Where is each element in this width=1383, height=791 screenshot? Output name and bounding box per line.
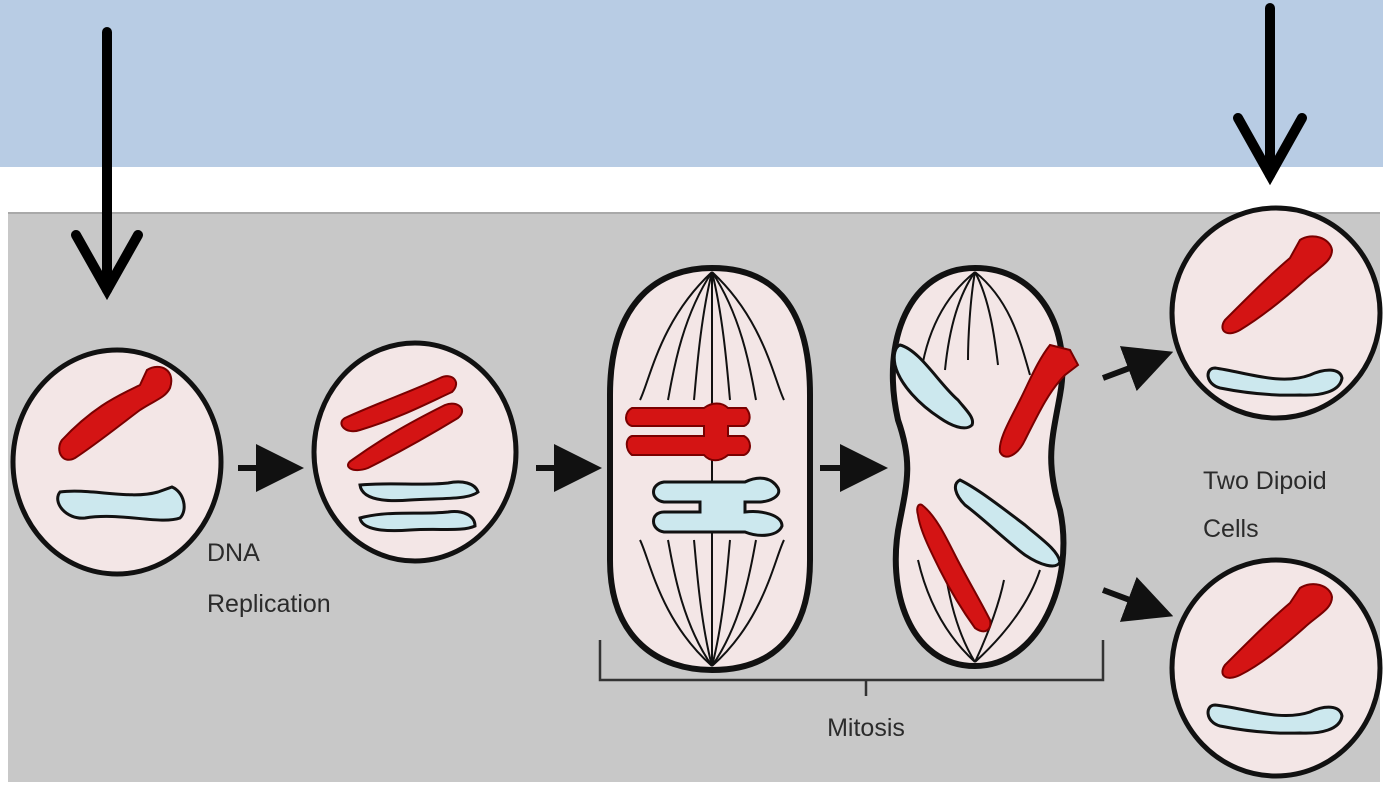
two-diploid-cells-label: Two Dipoid: [1203, 467, 1327, 495]
daughter-cell-top: [1172, 208, 1380, 418]
anaphase-cell: [893, 268, 1078, 666]
down-arrow-icon: [76, 32, 138, 290]
right-arrow-icon: [1103, 356, 1162, 378]
down-arrow-icon: [1238, 8, 1302, 175]
parent-cell: [13, 350, 221, 574]
dna-replication-label: DNA: [207, 539, 260, 567]
two-diploid-cells-label: Cells: [1203, 515, 1259, 543]
dna-replication-label: Replication: [207, 590, 331, 618]
right-arrow-icon: [1103, 590, 1162, 612]
metaphase-cell: [610, 268, 810, 670]
mitosis-label: Mitosis: [827, 714, 905, 742]
daughter-cell-bottom: [1172, 560, 1380, 776]
replicated-cell: [314, 343, 516, 561]
